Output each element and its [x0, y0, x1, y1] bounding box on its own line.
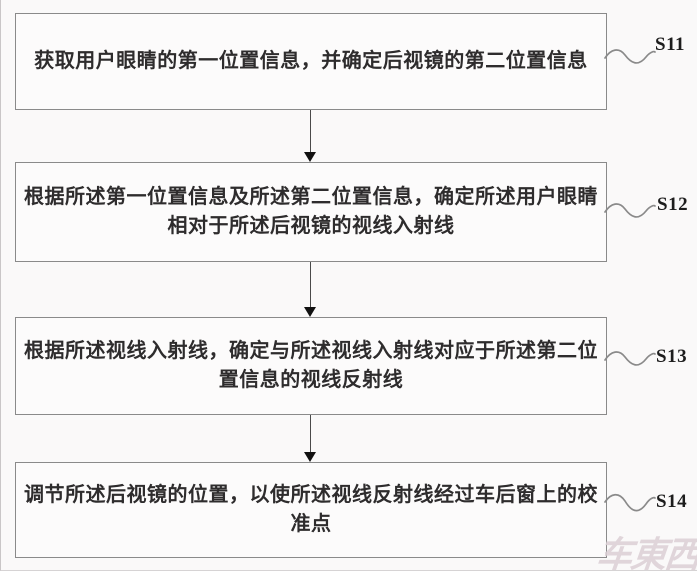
- arrow-head: [304, 452, 316, 462]
- wavy-connector-icon: [604, 203, 656, 218]
- down-arrow-icon: [304, 262, 317, 317]
- flow-step-box-s14: 调节所述后视镜的位置，以使所述视线反射线经过车后窗上的校 准点: [15, 462, 607, 558]
- flow-step-text: 获取用户眼睛的第一位置信息，并确定后视镜的第二位置信息: [34, 50, 588, 72]
- wavy-connector-icon: [604, 493, 656, 512]
- arrow-shaft: [310, 110, 311, 153]
- arrow-shaft: [310, 262, 311, 308]
- flow-step-text: 根据所述第一位置信息及所述第二位置信息，确定所述用户眼睛 相对于所述后视镜的视线…: [24, 186, 598, 237]
- step-label-s12: S12: [657, 194, 689, 215]
- arrow-head: [304, 307, 316, 317]
- flow-step-text: 调节所述后视镜的位置，以使所述视线反射线经过车后窗上的校 准点: [24, 484, 598, 535]
- down-arrow-icon: [304, 415, 317, 462]
- step-label-s14: S14: [656, 491, 688, 512]
- flow-step-box-s13: 根据所述视线入射线，确定与所述视线入射线对应于所述第二位 置信息的视线反射线: [15, 317, 607, 415]
- watermark: 车東西: [594, 535, 697, 571]
- flow-step-box-s12: 根据所述第一位置信息及所述第二位置信息，确定所述用户眼睛 相对于所述后视镜的视线…: [15, 162, 607, 262]
- flow-step-box-s11: 获取用户眼睛的第一位置信息，并确定后视镜的第二位置信息: [15, 13, 607, 110]
- flow-step-text: 根据所述视线入射线，确定与所述视线入射线对应于所述第二位 置信息的视线反射线: [24, 340, 598, 391]
- arrow-head: [304, 152, 316, 162]
- down-arrow-icon: [304, 110, 317, 162]
- step-label-s11: S11: [655, 34, 686, 55]
- wavy-connector-icon: [604, 49, 656, 64]
- wavy-connector-icon: [604, 351, 656, 366]
- arrow-shaft: [310, 415, 311, 453]
- step-label-s13: S13: [656, 346, 688, 367]
